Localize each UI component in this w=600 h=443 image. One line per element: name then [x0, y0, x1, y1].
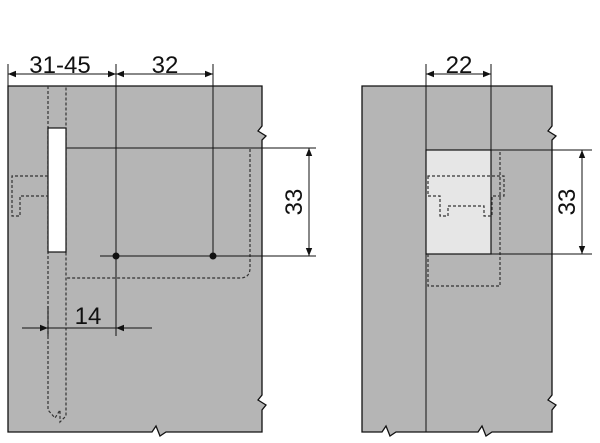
- left-mounting-plate: [47, 127, 67, 253]
- dim-33-right-label: 33: [554, 189, 581, 216]
- right-view: 22 33: [361, 52, 592, 437]
- dim-14-label: 14: [75, 303, 102, 330]
- left-view: 31-45 32 33 14: [7, 52, 316, 437]
- right-panel: [361, 85, 558, 437]
- left-hidden-hinge-arm: [11, 175, 48, 217]
- dim-32-label: 32: [152, 52, 179, 79]
- dim-31-45-label: 31-45: [29, 52, 90, 79]
- left-panel: [7, 85, 268, 437]
- left-hidden-bracket: [66, 147, 251, 279]
- dim-33-left-label: 33: [281, 189, 308, 216]
- right-hidden-housing: [427, 150, 501, 287]
- dim-22-label: 22: [446, 52, 473, 79]
- right-mounting-plate: [425, 149, 492, 255]
- right-hidden-bracket: [427, 175, 505, 217]
